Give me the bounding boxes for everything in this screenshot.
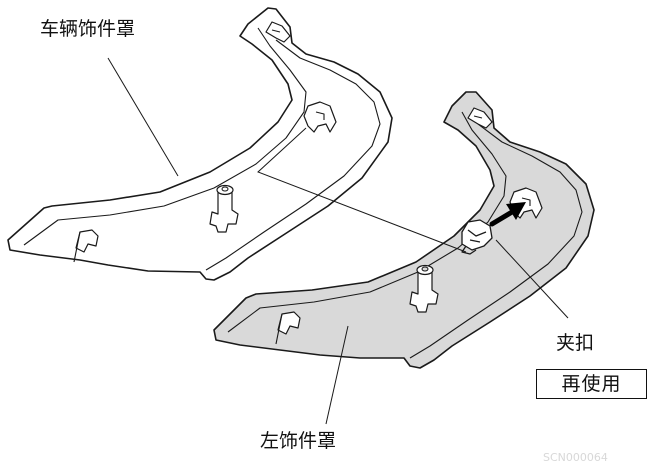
left-trim-cover-label: 左饰件罩 [260,430,337,452]
clip-icon [461,219,493,255]
insert-arrow [489,202,526,227]
clip-label: 夹扣 [556,332,595,354]
vehicle-trim-cover-label: 车辆饰件罩 [40,18,136,40]
reuse-label: 再使用 [561,372,622,395]
figure-code: SCN000064 [543,451,608,464]
leader-lines [107,57,569,425]
vehicle-trim-cover [7,7,393,281]
reuse-box: 再使用 [536,369,647,399]
